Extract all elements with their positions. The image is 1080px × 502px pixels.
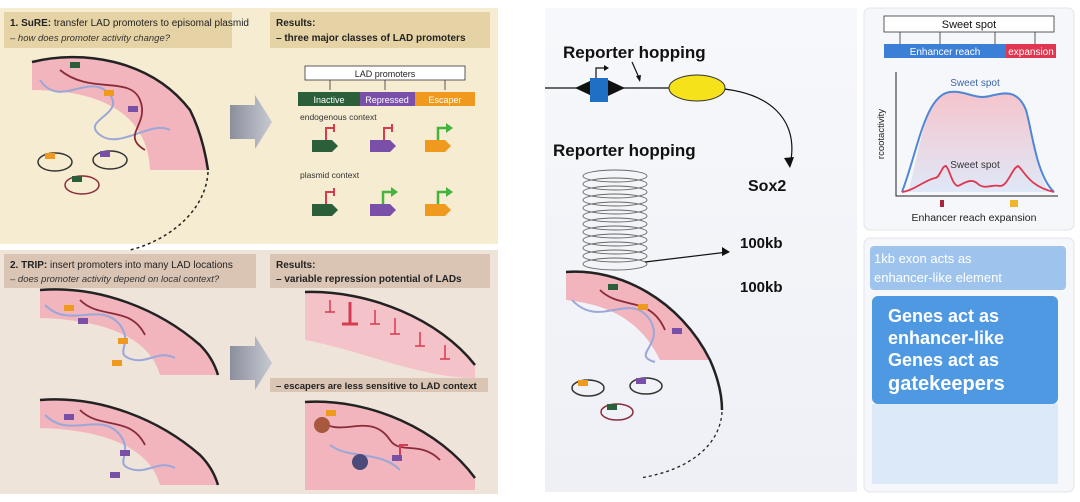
big-text-box-lower	[872, 404, 1058, 484]
sure-arrow-icon	[230, 95, 272, 149]
escapers-note-box	[270, 378, 488, 392]
kb-label-1: 100kb	[740, 235, 783, 252]
marker-yellow	[1010, 200, 1018, 207]
trip-results-title: Results:	[276, 260, 315, 271]
class-repressed-label: Repressed	[365, 95, 409, 105]
left-arrow-icon	[575, 80, 592, 96]
kb-pointer-line	[644, 251, 729, 263]
sure-header-box	[4, 12, 232, 48]
blue-curve	[901, 90, 1055, 193]
sure-question: – how does promoter activity change?	[9, 33, 171, 44]
repression-nucleus	[304, 290, 476, 378]
sure-results-title: Results:	[276, 18, 315, 29]
sure-title: 1. SuRE: transfer LAD promoters to episo…	[10, 18, 249, 29]
sweet-spot-box	[883, 15, 1055, 33]
middle-nucleus	[565, 270, 724, 479]
sure-nucleus	[31, 55, 210, 251]
trip-nucleus-2	[39, 398, 220, 486]
plasmid-promoters	[312, 187, 453, 216]
plot-axes	[895, 72, 1058, 197]
sweet-spot-box-label: Sweet spot	[942, 19, 996, 31]
kb-label-2: 100kb	[740, 279, 783, 296]
trip-title: 2. TRIP: insert promoters into many LAD …	[10, 260, 233, 271]
trip-results-box	[270, 254, 490, 288]
enhancer-reach-label: Enhancer reach	[910, 47, 981, 58]
enhancer-reach-bar	[884, 44, 1006, 58]
big-text-line-2: enhancer-like	[888, 328, 1004, 348]
lad-promoters-label: LAD promoters	[355, 69, 416, 79]
big-text-line-4: gatekeepers	[888, 373, 1005, 395]
exon-note-line-2: enhancer-like element	[874, 270, 1002, 285]
class-escaper-label: Escaper	[428, 95, 461, 105]
exon-note-line-1: 1kb exon acts as	[874, 251, 972, 266]
enhancer-ellipse	[668, 74, 726, 102]
right-arrow-icon	[608, 80, 625, 96]
plasmid-context-label: plasmid context	[300, 170, 360, 180]
lad-branch-lines	[329, 80, 446, 90]
class-escaper-box	[415, 92, 475, 106]
class-repressed-box	[360, 92, 415, 106]
escaper-nucleus	[304, 400, 477, 490]
marker-red	[940, 200, 944, 207]
exon-note-box	[870, 246, 1066, 290]
red-curve	[901, 165, 1055, 193]
reporter-hopping-title-1: Reporter hopping	[563, 43, 706, 62]
plot-xlabel: Enhancer reach expansion	[912, 212, 1037, 224]
trip-arrow-icon	[230, 336, 272, 390]
expansion-bar	[1006, 44, 1056, 58]
loop-arrow-line	[709, 87, 793, 166]
class-inactive-box	[298, 92, 360, 106]
endogenous-context-label: endogenous context	[300, 112, 377, 122]
trip-nucleus-1	[39, 288, 220, 376]
sure-plasmids	[37, 150, 128, 195]
trip-question: – does promoter activity depend on local…	[9, 274, 220, 285]
sure-results-sub: – three major classes of LAD promoters	[276, 33, 466, 44]
reporter-hopping-title-2: Reporter hopping	[553, 141, 696, 160]
plot-ylabel: rcootactivity	[876, 109, 887, 159]
expansion-label: expansion	[1008, 47, 1054, 58]
reporter-box-icon	[590, 78, 608, 102]
trip-header-box	[4, 254, 256, 288]
class-inactive-label: Inactive	[313, 95, 344, 105]
trip-results-sub: – variable repression potential of LADs	[276, 274, 462, 285]
sox2-label: Sox2	[748, 178, 786, 195]
escapers-note: – escapers are less sensitive to LAD con…	[276, 381, 477, 392]
sure-results-box	[270, 12, 490, 48]
curve-label-2: Sweet spot	[950, 160, 1000, 171]
big-text-line-3: Genes act as	[888, 350, 999, 370]
big-text-line-1: Genes act as	[888, 306, 999, 326]
big-text-box	[872, 296, 1058, 404]
endogenous-promoters	[312, 123, 453, 152]
middle-plasmids	[571, 377, 663, 421]
curve-label-1: Sweet spot	[950, 78, 1000, 89]
spring-coil	[582, 169, 648, 271]
